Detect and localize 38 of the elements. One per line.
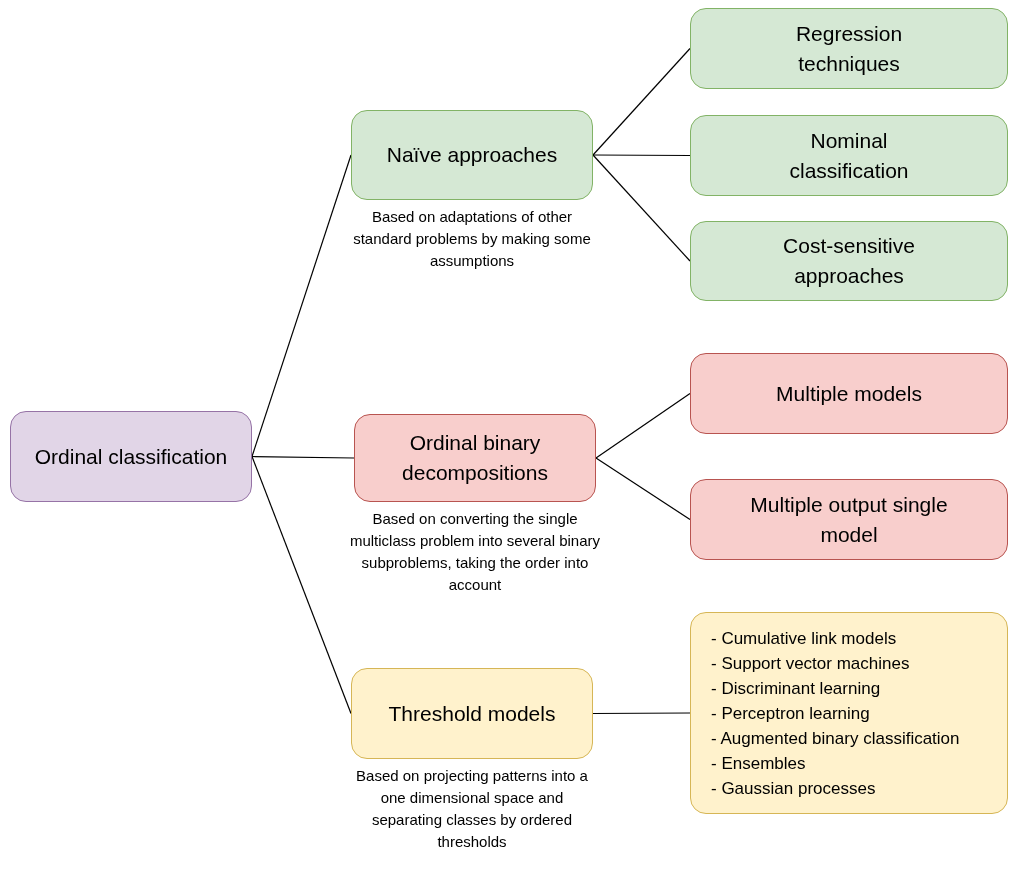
- connector-line: [592, 712, 691, 715]
- category-box: [690, 479, 1008, 560]
- category-box: [351, 668, 593, 759]
- node-label: Ordinal classification: [34, 443, 228, 470]
- category-box: [690, 221, 1008, 301]
- list-item: - Gaussian processes: [711, 777, 876, 800]
- list-item: - Support vector machines: [711, 652, 910, 675]
- connector-line: [595, 457, 691, 521]
- connector-line: [251, 455, 352, 715]
- list-item: - Perceptron learning: [711, 702, 870, 725]
- connector-line: [592, 47, 691, 156]
- list-item: - Augmented binary classification: [711, 727, 960, 750]
- list-item: - Ensembles: [711, 752, 806, 775]
- category-box: [690, 8, 1008, 89]
- connector-line: [595, 392, 691, 459]
- node-caption: Based on adaptations of other standard problems by making some assumptions: [352, 207, 592, 271]
- category-box: [690, 115, 1008, 196]
- category-box: [351, 110, 593, 200]
- node-label: Multiple output single model: [749, 491, 949, 548]
- list-box: [690, 612, 1008, 814]
- node-label: Naïve approaches: [386, 142, 558, 168]
- category-box: [690, 353, 1008, 434]
- list-item: - Cumulative link models: [711, 627, 897, 650]
- node-label: Multiple models: [776, 380, 922, 407]
- node-label: Threshold models: [388, 700, 556, 727]
- node-label: Regression techniques: [794, 20, 904, 77]
- list-item: - Discriminant learning: [711, 677, 881, 700]
- category-box: [354, 414, 596, 502]
- node-label: Cost-sensitive approaches: [782, 233, 916, 289]
- connector-line: [251, 154, 352, 458]
- node-label: Nominal classification: [788, 127, 910, 184]
- connector-line: [251, 455, 355, 459]
- node-caption: Based on projecting patterns into a one dimensional space and separating classes by ordered thresholds: [355, 766, 589, 852]
- connector-line: [592, 154, 691, 262]
- node-caption: Based on converting the single multiclass problem into several binary subproblems, taking the order into account: [349, 509, 601, 595]
- connector-line: [592, 154, 691, 157]
- category-box: [10, 411, 252, 502]
- node-label: Ordinal binary decompositions: [401, 430, 549, 486]
